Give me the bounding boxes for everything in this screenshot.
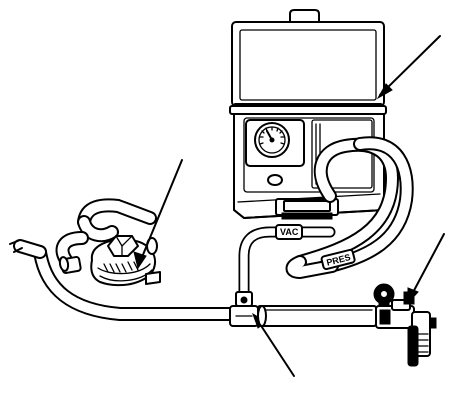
- vac-fitting: [275, 224, 303, 240]
- leader-line-valve: [409, 233, 445, 299]
- leader-line-regulator: [139, 159, 183, 263]
- right-pipe: [257, 305, 377, 327]
- case-handle: [289, 9, 320, 25]
- leader-line-case: [379, 35, 441, 96]
- valve-knob: [267, 174, 283, 186]
- pres-hose-tag: [320, 248, 356, 271]
- case-lid: [231, 21, 385, 107]
- left-hose: [9, 239, 239, 321]
- case-latch: [275, 198, 339, 220]
- case-lid-panel: [239, 29, 377, 101]
- hose-coupling: [58, 256, 82, 274]
- tee-fitting: [229, 291, 295, 377]
- oxygen-regulator: [55, 159, 183, 287]
- coiled-hose: PRES: [285, 136, 414, 279]
- supply-valve: [373, 233, 445, 367]
- vac-fitting-label: VAC: [280, 227, 299, 237]
- case-hinge: [229, 105, 387, 115]
- leader-line-tee: [255, 317, 295, 377]
- pressure-gauge: [245, 119, 305, 167]
- connector-hose: VAC: [238, 224, 336, 302]
